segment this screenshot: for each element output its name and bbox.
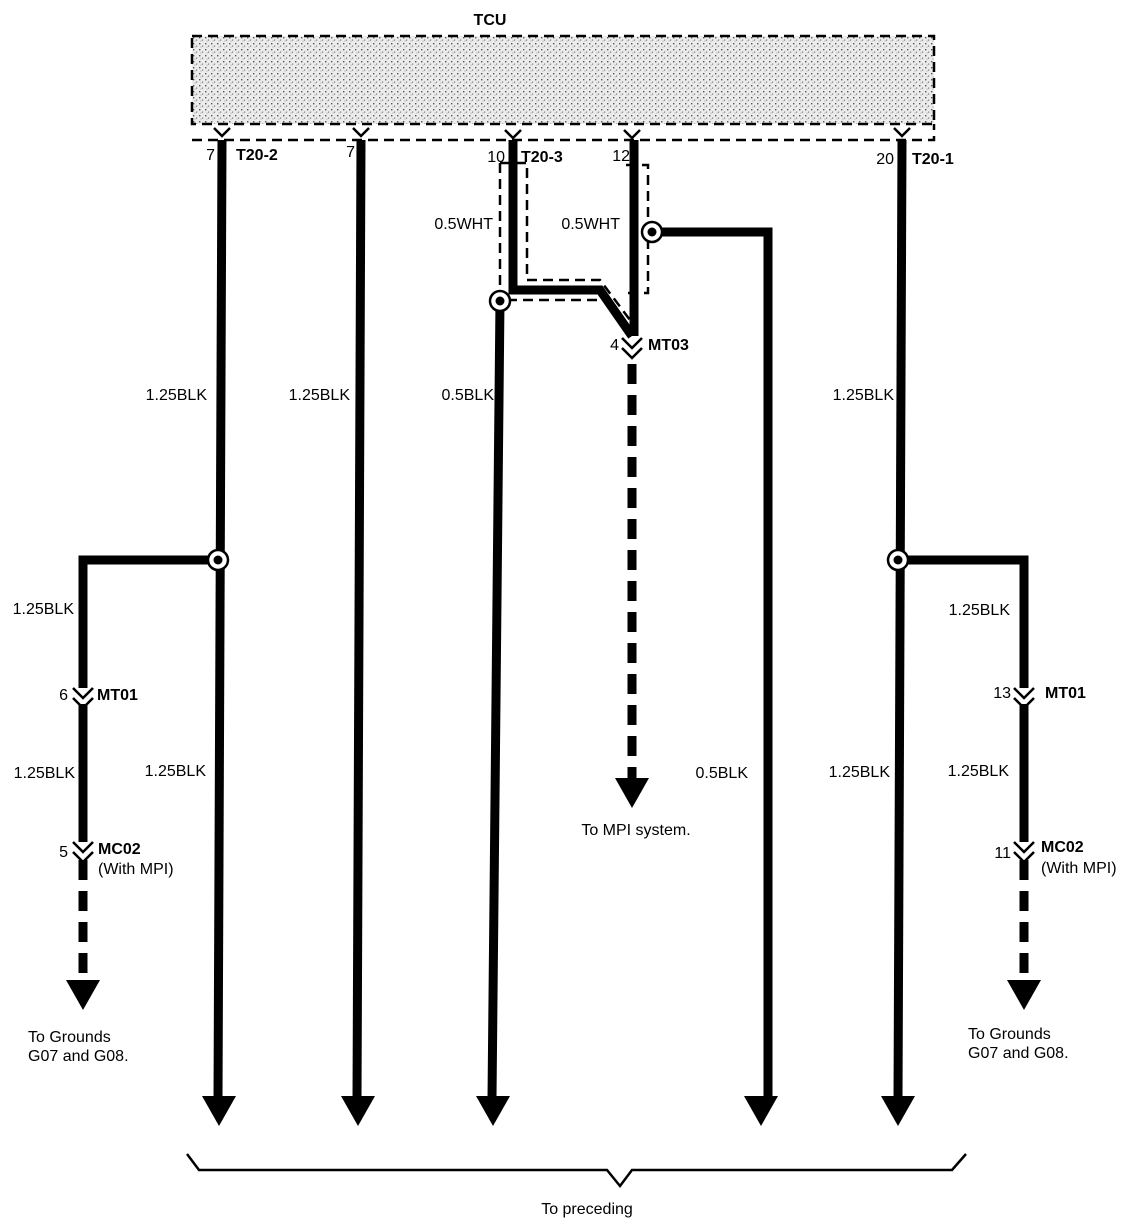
splice-wire-4: [640, 220, 664, 244]
left-mt01-name: MT01: [97, 687, 138, 704]
left-branch-lower-label: 1.25BLK: [14, 765, 76, 782]
right-branch-lower-label: 1.25BLK: [948, 763, 1010, 780]
wire-3-shield: [500, 161, 631, 321]
arrow-down-icon: [341, 1096, 375, 1126]
wire-5: [893, 139, 907, 1099]
left-mt01-pin: 6: [59, 687, 68, 704]
arrow-down-icon: [881, 1096, 915, 1126]
right-mt01-chevron-icon: [1013, 687, 1035, 710]
tcu-module: [190, 34, 936, 126]
splice-wire-3: [488, 289, 512, 313]
left-mt01-chevron-icon: [72, 687, 94, 710]
pin-chevron-2: [352, 127, 370, 138]
pin-connector-3: T20-3: [521, 149, 563, 166]
right-mc02-chevron-icon: [1013, 841, 1035, 864]
bottom-brace: [186, 1153, 967, 1189]
wire-3-label: 0.5BLK: [442, 387, 495, 404]
splice-left: [206, 548, 230, 572]
right-mc02-name: MC02: [1041, 839, 1084, 856]
left-mc02-chevron-icon: [72, 841, 94, 864]
right-mt01-pin: 13: [993, 685, 1011, 702]
wire-5-lower-label: 1.25BLK: [829, 764, 891, 781]
wire-3: [508, 140, 636, 339]
wire-1-upper-label: 1.25BLK: [146, 387, 208, 404]
pin-chevron-1: [213, 127, 231, 138]
wire-4-branch: [652, 227, 773, 1098]
pin-connector-5: T20-1: [912, 151, 954, 168]
wire-1-lower-label: 1.25BLK: [145, 763, 207, 780]
pin-number-4: 12: [612, 148, 630, 165]
wire-2: [352, 139, 366, 1099]
pin-number-2: 7: [346, 144, 355, 161]
wire-right-branch: [898, 555, 1029, 688]
left-ground-destination-1: To Grounds: [28, 1029, 111, 1046]
wire-left-branch: [78, 555, 218, 688]
left-mc02-pin: 5: [59, 844, 68, 861]
right-mt01-name: MT01: [1045, 685, 1086, 702]
module-title: TCU: [474, 12, 507, 29]
tcu-module-lower-edge: [192, 124, 936, 142]
wire-1: [213, 139, 227, 1099]
splice-right: [886, 548, 910, 572]
right-mc02-note: (With MPI): [1041, 860, 1117, 877]
pin-connector-1: T20-2: [236, 147, 278, 164]
arrow-down-icon: [202, 1096, 236, 1126]
mt03-name: MT03: [648, 337, 689, 354]
right-ground-destination-1: To Grounds: [968, 1026, 1051, 1043]
right-mc02-pin: 11: [994, 845, 1011, 862]
arrow-down-icon: [1007, 980, 1041, 1010]
wire-4-lower-label: 0.5BLK: [696, 765, 749, 782]
left-branch-upper-label: 1.25BLK: [13, 601, 75, 618]
mt03-pin: 4: [610, 337, 619, 354]
wire-4-shield-label: 0.5WHT: [561, 216, 620, 233]
mpi-destination: To MPI system.: [581, 822, 690, 839]
mt03-chevron-icon: [621, 337, 643, 360]
left-mc02-name: MC02: [98, 841, 141, 858]
arrow-down-icon: [615, 778, 649, 808]
arrow-down-icon: [744, 1096, 778, 1126]
right-branch-upper-label: 1.25BLK: [949, 602, 1011, 619]
arrow-down-icon: [66, 980, 100, 1010]
wire-3-shield-label: 0.5WHT: [434, 216, 493, 233]
pin-chevron-4: [623, 129, 641, 140]
pin-chevron-3: [504, 129, 522, 140]
pin-number-5: 20: [876, 151, 894, 168]
left-mc02-note: (With MPI): [98, 861, 174, 878]
preceding-destination: To preceding: [541, 1201, 633, 1218]
arrow-down-icon: [476, 1096, 510, 1126]
wire-2-label: 1.25BLK: [289, 387, 351, 404]
pin-number-1: 7: [206, 147, 215, 164]
left-ground-destination-2: G07 and G08.: [28, 1048, 129, 1065]
wire-5-upper-label: 1.25BLK: [833, 387, 895, 404]
wire-3-drop: [487, 299, 505, 1099]
pin-chevron-5: [893, 127, 911, 138]
right-ground-destination-2: G07 and G08.: [968, 1045, 1069, 1062]
